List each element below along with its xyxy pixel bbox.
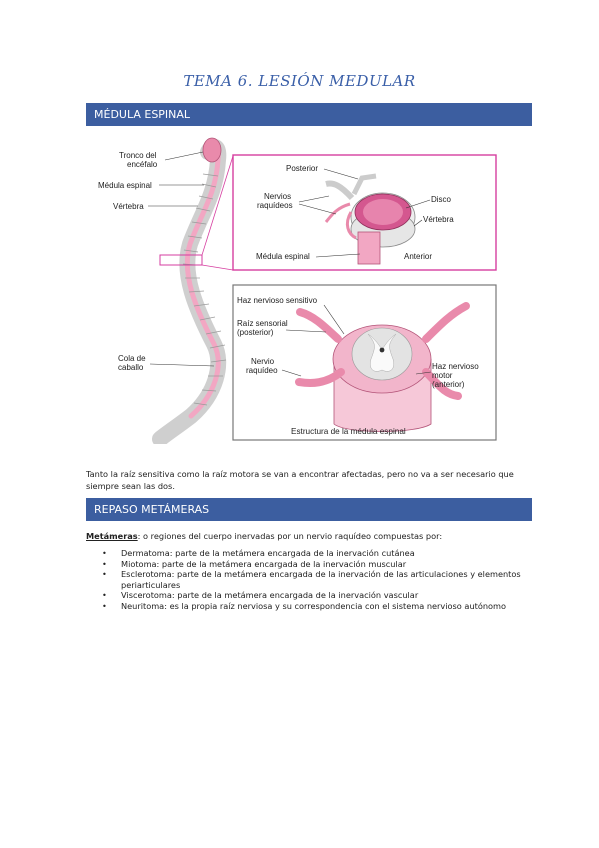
body-paragraph: Tanto la raíz sensitiva como la raíz mot… — [86, 469, 514, 491]
label-cola-2: caballo — [118, 363, 144, 372]
spinal-cord-figure: Tronco del encéfalo Médula espinal Vérte… — [86, 134, 532, 447]
section-header-medula-espinal: MÉDULA ESPINAL — [86, 103, 532, 126]
metameras-list: Dermatoma: parte de la metámera encargad… — [86, 548, 551, 611]
inset1-posterior: Posterior — [286, 164, 318, 173]
inset2-caption: Estructura de la médula espinal — [291, 427, 406, 436]
list-item-viscerotoma: Viscerotoma: parte de la metámera encarg… — [102, 590, 551, 601]
spine-labels: Tronco del encéfalo Médula espinal Vérte… — [98, 151, 215, 372]
inset2-haz-motor-2: motor — [432, 371, 453, 380]
inset1-medula: Médula espinal — [256, 252, 310, 261]
inset2-nervio-1: Nervio — [251, 357, 275, 366]
label-vertebra: Vértebra — [113, 202, 144, 211]
inset-cross-section: Haz nervioso sensitivo Raíz sensorial (p… — [232, 284, 497, 441]
inset1-anterior: Anterior — [404, 252, 432, 261]
metameras-term: Metámeras — [86, 531, 138, 541]
inset2-raiz-1: Raíz sensorial — [237, 319, 288, 328]
section-header-repaso-metameras: REPASO METÁMERAS — [86, 498, 532, 521]
list-item-esclerotoma: Esclerotoma: parte de la metámera encarg… — [102, 569, 551, 590]
spine-drawing — [152, 137, 227, 447]
list-item-dermatoma: Dermatoma: parte de la metámera encargad… — [102, 548, 551, 559]
inset1-nervios-2: raquídeos — [257, 201, 293, 210]
inset2-raiz-2: (posterior) — [237, 328, 274, 337]
spinal-cord-illustration: Tronco del encéfalo Médula espinal Vérte… — [98, 137, 497, 447]
list-item-miotoma: Miotoma: parte de la metámera encargada … — [102, 559, 551, 570]
inset2-nervio-2: raquídeo — [246, 366, 278, 375]
inset1-nervios-1: Nervios — [264, 192, 291, 201]
page-title: TEMA 6. LESIÓN MEDULAR — [183, 72, 416, 90]
inset2-haz-motor-3: (anterior) — [432, 380, 465, 389]
inset2-haz-motor-1: Haz nervioso — [432, 362, 479, 371]
label-tronco-2: encéfalo — [127, 160, 158, 169]
inset1-disco: Disco — [431, 195, 452, 204]
metameras-definition: : o regiones del cuerpo inervadas por un… — [137, 531, 443, 541]
label-tronco-1: Tronco del — [119, 151, 157, 160]
metameras-intro: Metámeras: o regiones del cuerpo inervad… — [86, 531, 526, 542]
inset2-haz-sensitivo: Haz nervioso sensitivo — [237, 296, 318, 305]
label-medula-espinal: Médula espinal — [98, 181, 152, 190]
inset1-vertebra: Vértebra — [423, 215, 454, 224]
list-item-neuritoma: Neuritoma: es la propia raíz nerviosa y … — [102, 601, 551, 612]
inset-vertebra: Posterior Nervios raquídeos Disco Vérteb… — [232, 154, 497, 271]
label-cola-1: Cola de — [118, 354, 146, 363]
